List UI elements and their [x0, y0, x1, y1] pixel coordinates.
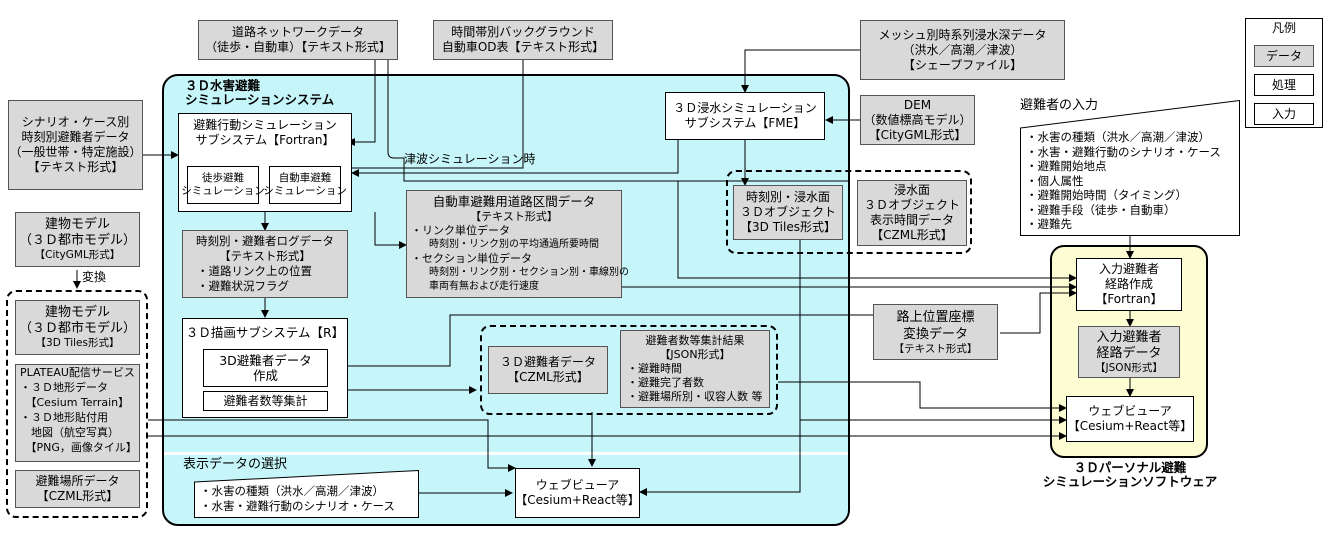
input-item: ・避難開始時間（タイミング） — [1026, 188, 1187, 202]
legend-input: 入力 — [1254, 103, 1314, 125]
personal-web-viewer: ウェブビューア 【Cesium+React等】 — [1066, 396, 1194, 442]
personal-route-data: 入力避難者 経路データ 【JSON形式】 — [1078, 326, 1180, 378]
road-network-data: 道路ネットワークデータ （徒歩・自動車）【テキスト形式】 — [198, 20, 398, 60]
legend-title: 凡例 — [1271, 21, 1296, 35]
select-item: ・水害・避難行動のシナリオ・ケース — [200, 499, 395, 513]
display-select-title: 表示データの選択 — [183, 457, 288, 472]
plateau-data: PLATEAU配信サービス ・３Ｄ地形データ 【Cesium Terrain】 … — [15, 364, 140, 462]
display-select-shape — [194, 470, 419, 518]
left-data-group — [6, 290, 148, 518]
evac-log-data: 時刻別・避難者ログデータ 【テキスト形式】 ・道路リンク上の位置 ・避難状況フラ… — [182, 230, 348, 298]
building-citygml: 建物モデル （３Ｄ都市モデル） 【CityGML形式】 — [15, 212, 140, 267]
draw-subsystem: ３Ｄ描画サブシステム【R】 3D避難者データ 作成 避難者数等集計 — [182, 318, 348, 418]
building-3dtiles: 建物モデル （３Ｄ都市モデル） 【3D Tiles形式】 — [15, 300, 140, 355]
input-item: ・避難開始地点 — [1026, 159, 1107, 173]
flood-object-data: 時刻別・浸水面 ３Ｄオブジェクト 【3D Tiles形式】 — [733, 185, 843, 240]
evac-count: 避難者数等集計 — [203, 391, 328, 411]
flood-sim-subsystem: ３Ｄ浸水シミュレーション サブシステム【FME】 — [665, 92, 825, 140]
input-item: ・水害の種類（洪水／高潮／津波） — [1026, 130, 1210, 144]
dem-data: DEM （数値標高モデル） 【CityGML形式】 — [860, 95, 975, 145]
main-web-viewer: ウェブビューア 【Cesium+React等】 — [515, 468, 640, 518]
flood-time-data: 浸水面 ３Ｄオブジェクト 表示時間データ 【CZML形式】 — [857, 180, 967, 246]
legend-process: 処理 — [1254, 74, 1314, 96]
legend-data: データ — [1254, 45, 1314, 67]
car-route-data: 自動車避難用道路区間データ 【テキスト形式】 ・リンク単位データ 時刻別・リンク… — [406, 190, 629, 298]
shelter-data: 避難場所データ 【CZML形式】 — [15, 470, 140, 508]
scenario-data: シナリオ・ケース別 時刻別避難者データ （一般世帯・特定施設） 【テキスト形式】 — [8, 100, 143, 190]
convert-label: 変換 — [82, 270, 107, 284]
input-item: ・避難先 — [1026, 217, 1072, 231]
count-result-data: 避難者数等集計結果 【JSON形式】 ・避難時間 ・避難完了者数 ・避難場所別・… — [620, 330, 770, 408]
input-item: ・避難手段（徒歩・自動車） — [1026, 202, 1176, 217]
road-coord-data: 路上位置座標 変換データ 【テキスト形式】 — [873, 304, 998, 360]
input-item: ・個人属性 — [1026, 173, 1084, 188]
legend: 凡例 データ 処理 入力 — [1245, 18, 1323, 128]
evacuee-input-title: 避難者の入力 — [1020, 98, 1099, 113]
personal-route-process: 入力避難者 経路作成 【Fortran】 — [1076, 258, 1182, 311]
draw-subsystem-title: ３Ｄ描画サブシステム【R】 — [185, 325, 345, 340]
evacuee-input-list: ・水害の種類（洪水／高潮／津波） ・水害・避難行動のシナリオ・ケース ・避難開始… — [1026, 130, 1221, 232]
car-sim: 自動車避難 シミュレーション — [263, 166, 347, 204]
input-shape — [1020, 100, 1240, 236]
flood-output-group — [726, 170, 972, 254]
output-group — [480, 325, 778, 415]
evacuee-input-box: ・水害の種類（洪水／高潮／津波） ・水害・避難行動のシナリオ・ケース ・避難開始… — [1020, 100, 1240, 236]
evac-sim-title: 避難行動シミュレーション サブシステム【Fortran】 — [193, 118, 337, 147]
background-od-data: 時間帯別バックグラウンド 自動車OD表【テキスト形式】 — [433, 20, 613, 60]
main-system-title: ３Ｄ水害避難 シミュレーションシステム — [185, 78, 335, 107]
personal-system-title: ３Ｄパーソナル避難 シミュレーションソフトウェア — [1042, 460, 1218, 489]
input-item: ・水害・避難行動のシナリオ・ケース — [1026, 144, 1221, 159]
mesh-depth-data: メッシュ別時系列浸水深データ （洪水／高潮／津波） 【シェープファイル】 — [860, 20, 1065, 80]
select-item: ・水害の種類（洪水／高潮／津波） — [200, 484, 384, 498]
display-select-input: ・水害の種類（洪水／高潮／津波） ・水害・避難行動のシナリオ・ケース — [194, 470, 419, 518]
evac-sim-subsystem: 避難行動シミュレーション サブシステム【Fortran】 徒歩避難 シミュレーシ… — [178, 113, 352, 212]
create-3d-evac-data: 3D避難者データ 作成 — [203, 349, 328, 387]
tsunami-label: 津波シミュレーション時 — [404, 152, 536, 166]
main-system-divider — [164, 452, 848, 455]
walk-sim: 徒歩避難 シミュレーション — [181, 166, 265, 204]
czml-evac-data: ３Ｄ避難者データ 【CZML形式】 — [488, 346, 608, 394]
display-select-list: ・水害の種類（洪水／高潮／津波） ・水害・避難行動のシナリオ・ケース — [200, 484, 395, 514]
